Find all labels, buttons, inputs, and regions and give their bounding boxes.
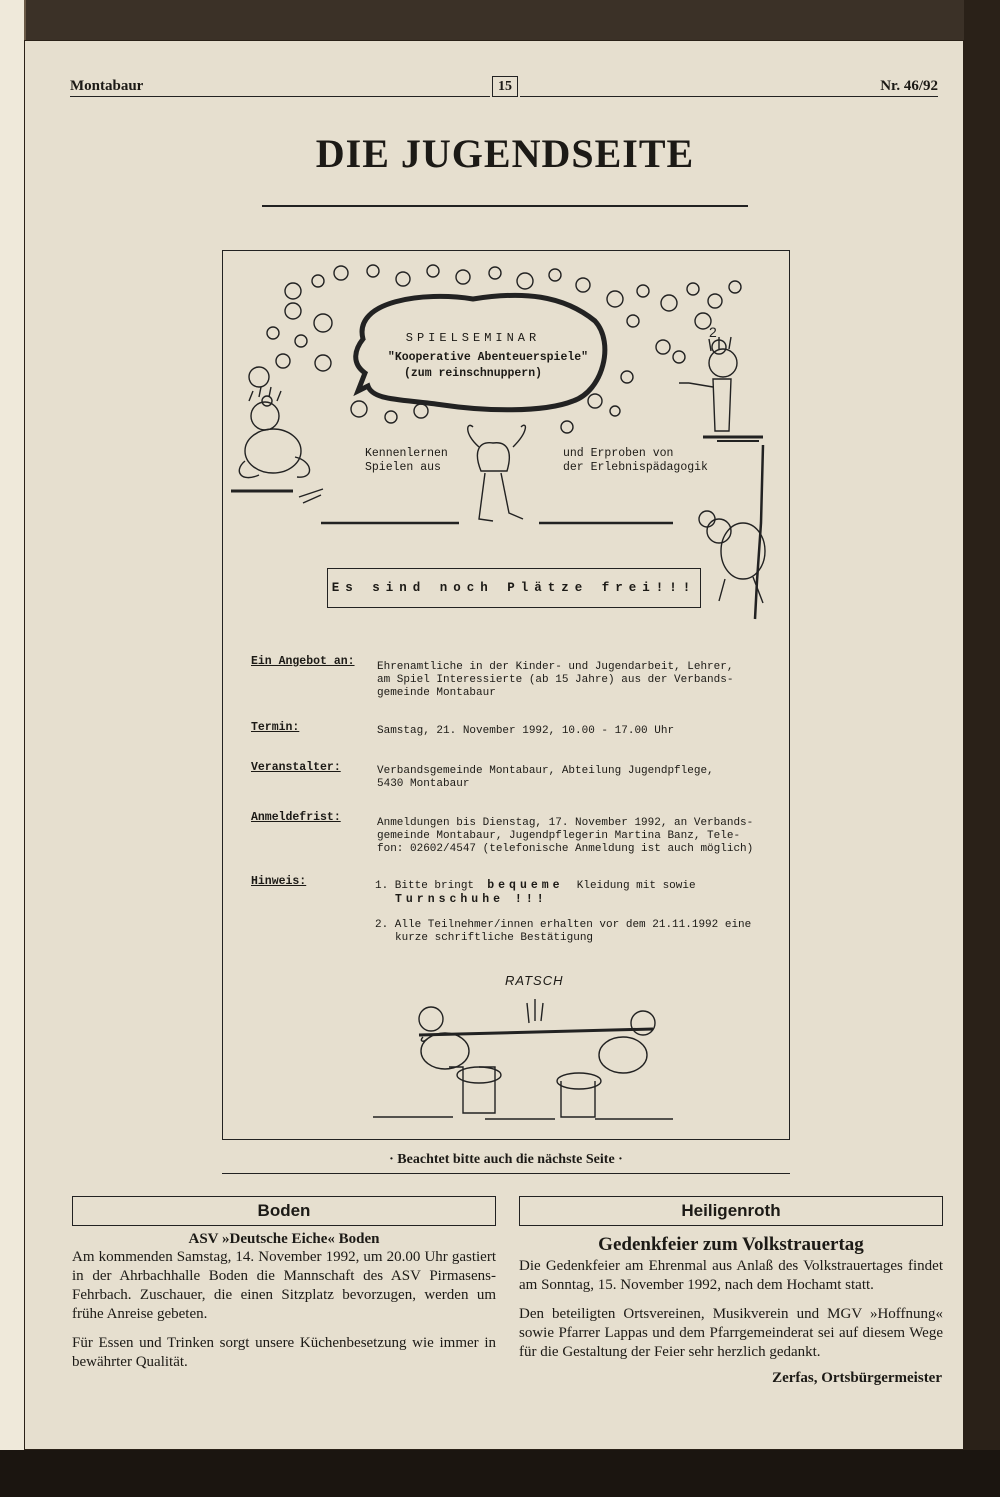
value-veranstalter: Verbandsgemeinde Montabaur, Abteilung Ju… — [377, 765, 757, 791]
header-rule-left — [70, 96, 490, 97]
label-hinweis: Hinweis: — [251, 875, 307, 888]
next-page-note: · Beachtet bitte auch die nächste Seite … — [389, 1152, 623, 1167]
header-location: Montabaur — [70, 78, 144, 94]
section-header-boden: Boden — [72, 1196, 496, 1226]
hinweis-1-emphasis-2: Turnschuhe !!! — [395, 893, 548, 906]
label-termin: Termin: — [251, 721, 300, 734]
page-number: 15 — [492, 76, 518, 97]
hinweis-2-line-2: kurze schriftliche Bestätigung — [395, 932, 594, 944]
note-rule — [222, 1173, 790, 1174]
label-angebot: Ein Angebot an: — [251, 655, 355, 668]
heiligenroth-paragraph-2: Den beteiligten Ortsvereinen, Musikverei… — [519, 1306, 943, 1360]
hinweis-item-1: 1. Bitte bringt bequeme Kleidung mit sow… — [375, 879, 765, 906]
angebot-line-1: Ehrenamtliche in der Kinder- und Jugenda… — [377, 661, 734, 673]
page-title: DIE JUGENDSEITE — [315, 131, 695, 176]
header-rule-right — [520, 96, 938, 97]
veranstalter-line-2: 5430 Montabaur — [377, 778, 470, 790]
caption-right-line-1: und Erproben von — [563, 447, 674, 460]
angebot-line-2: am Spiel Interessierte (ab 15 Jahre) aus… — [377, 674, 734, 686]
anmelde-line-3: fon: 02602/4547 (telefonische Anmeldung … — [377, 843, 754, 855]
hinweis-item-2: 2. Alle Teilnehmer/innen erhalten vor de… — [375, 919, 765, 945]
caption-right-line-2: der Erlebnispädagogik — [563, 461, 708, 474]
seminar-flyer: 2 SPIELSEMINAR "Kooperative Abenteuerspi… — [222, 250, 790, 1140]
label-anmeldefrist: Anmeldefrist: — [251, 811, 341, 824]
anmelde-line-1: Anmeldungen bis Dienstag, 17. November 1… — [377, 817, 754, 829]
heiligenroth-paragraph-1: Die Gedenkfeier am Ehrenmal aus Anlaß de… — [519, 1258, 943, 1293]
boden-paragraph-1: Am kommenden Samstag, 14. November 1992,… — [72, 1249, 496, 1322]
boden-headline: ASV »Deutsche Eiche« Boden — [188, 1231, 380, 1247]
doodle-sound-text: RATSCH — [505, 973, 564, 988]
title-rule — [262, 205, 748, 207]
page-edge-right — [964, 0, 1000, 1497]
label-veranstalter: Veranstalter: — [251, 761, 341, 774]
caption-right: und Erproben von der Erlebnispädagogik — [563, 447, 733, 475]
hinweis-1-text-c: Kleidung mit sowie — [576, 880, 696, 892]
angebot-line-3: gemeinde Montabaur — [377, 687, 496, 699]
heiligenroth-headline: Gedenkfeier zum Volkstrauertag — [598, 1234, 864, 1255]
value-termin: Samstag, 21. November 1992, 10.00 - 17.0… — [377, 725, 675, 737]
svg-text:2: 2 — [709, 324, 717, 340]
boden-article: Am kommenden Samstag, 14. November 1992,… — [72, 1248, 496, 1382]
page-edge-left — [0, 0, 26, 1497]
places-available-notice: Es sind noch Plätze frei!!! — [327, 568, 701, 608]
newspaper-page — [24, 40, 964, 1450]
scan-background-bottom — [0, 1450, 1000, 1497]
value-anmeldefrist: Anmeldungen bis Dienstag, 17. November 1… — [377, 817, 757, 856]
seminar-title: SPIELSEMINAR — [405, 331, 541, 345]
caption-left-line-1: Kennenlernen — [365, 447, 448, 460]
boden-paragraph-2: Für Essen und Trinken sorgt unsere Küche… — [72, 1335, 496, 1370]
hinweis-1-emphasis: bequeme — [487, 879, 564, 892]
anmelde-line-2: gemeinde Montabaur, Jugendpflegerin Mart… — [377, 830, 741, 842]
signature: Zerfas, Ortsbürgermeister — [772, 1370, 942, 1386]
issue-number: Nr. 46/92 — [880, 78, 938, 94]
hinweis-2-line-1: 2. Alle Teilnehmer/innen erhalten vor de… — [375, 919, 752, 931]
seminar-subtitle-note: (zum reinschnuppern) — [403, 367, 543, 380]
caption-left-line-2: Spielen aus — [365, 461, 441, 474]
section-header-heiligenroth: Heiligenroth — [519, 1196, 943, 1226]
hinweis-1-text-a: 1. Bitte bringt — [375, 880, 475, 892]
heiligenroth-article: Die Gedenkfeier am Ehrenmal aus Anlaß de… — [519, 1257, 943, 1372]
cartoon-doodles: 2 — [231, 264, 766, 1120]
seminar-subtitle: "Kooperative Abenteuerspiele" — [387, 351, 589, 364]
value-angebot: Ehrenamtliche in der Kinder- und Jugenda… — [377, 661, 757, 700]
veranstalter-line-1: Verbandsgemeinde Montabaur, Abteilung Ju… — [377, 765, 714, 777]
caption-left: Kennenlernen Spielen aus — [365, 447, 475, 475]
